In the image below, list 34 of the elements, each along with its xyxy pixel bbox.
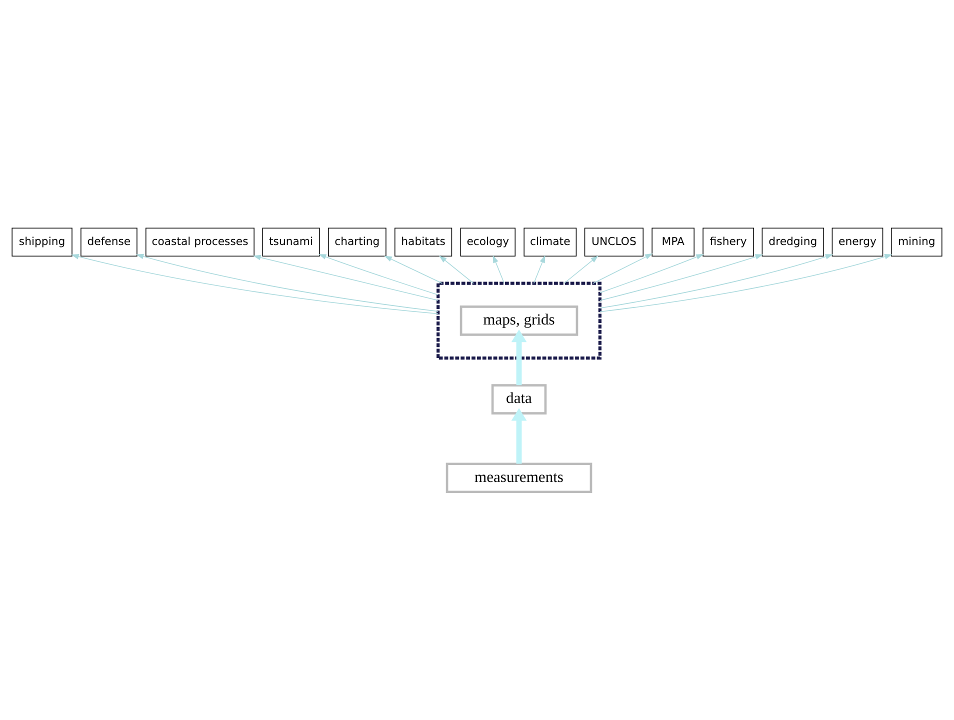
arrow (600, 254, 764, 301)
node-box: maps, grids (460, 306, 578, 336)
arrow (592, 253, 653, 284)
arrow (438, 255, 474, 284)
arrow (318, 254, 438, 296)
arrow (600, 254, 704, 294)
arrow (600, 254, 892, 312)
node-box: habitats (394, 228, 452, 257)
node-box: ecology (460, 228, 516, 257)
node-box: energy (832, 228, 884, 257)
arrow (564, 255, 598, 284)
node-box: coastal processes (146, 228, 254, 257)
node-box: dredging (762, 228, 824, 257)
arrow (492, 255, 505, 284)
node-box: tsunami (262, 228, 320, 257)
cluster (436, 282, 602, 360)
arrow (136, 254, 438, 312)
node-box: data (491, 384, 547, 414)
arrow (252, 254, 438, 301)
node-box: climate (524, 228, 577, 257)
arrow (600, 254, 834, 309)
node-box: charting (328, 228, 386, 257)
arrow (511, 330, 527, 386)
arrow (533, 255, 546, 284)
node-box: MPA (652, 228, 694, 257)
node-box: shipping (12, 228, 72, 257)
node-box: mining (890, 228, 942, 257)
arrow (71, 254, 438, 314)
node-box: UNCLOS (584, 228, 644, 257)
arrow (384, 256, 443, 284)
node-box: defense (80, 228, 138, 257)
node-box: measurements (446, 462, 592, 494)
node-box: fishery (702, 228, 754, 257)
arrow (511, 408, 527, 464)
